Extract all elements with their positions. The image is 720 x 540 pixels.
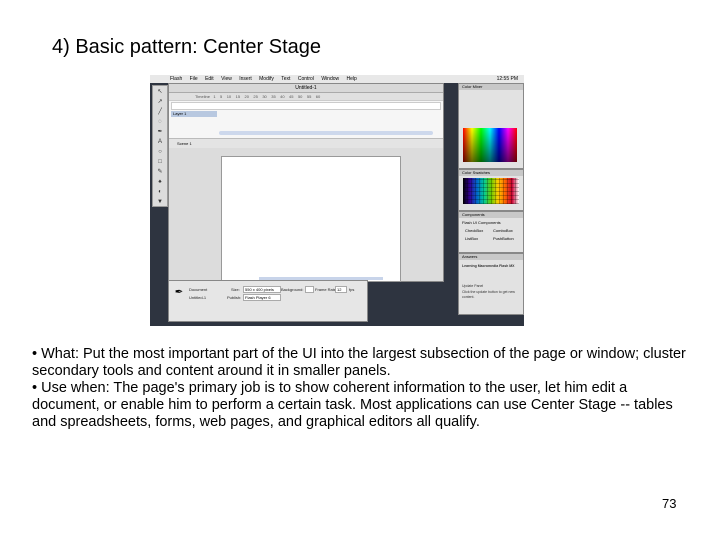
frame-number: 25: [253, 94, 258, 99]
components-header[interactable]: Components: [459, 212, 523, 218]
answers-panel: Answers Learning Macromedia Flash MX Upd…: [458, 253, 524, 315]
frame-number: 1: [213, 94, 216, 99]
brush-icon[interactable]: ♠: [158, 179, 162, 185]
color-mixer-header[interactable]: Color Mixer: [459, 84, 523, 90]
answers-update-text: Click the update button to get new conte…: [462, 290, 515, 299]
document-title: Untitled-1: [169, 84, 443, 93]
lasso-icon[interactable]: ◌: [158, 119, 162, 125]
menu-clock: 12:55 PM: [496, 76, 518, 82]
flash-mx-screenshot: Flash File Edit View Insert Modify Text …: [150, 75, 524, 326]
text-icon[interactable]: A: [157, 139, 162, 145]
frame-number: 35: [271, 94, 276, 99]
frame-number: 60: [315, 94, 321, 99]
swatch-grid[interactable]: [463, 178, 519, 204]
stage-canvas[interactable]: [221, 156, 401, 282]
answers-header[interactable]: Answers: [459, 254, 523, 260]
props-doc-label: Document: [189, 287, 208, 292]
line-icon[interactable]: ╱: [158, 109, 162, 115]
subselect-icon[interactable]: ↗: [157, 99, 163, 105]
stage-scrollbar[interactable]: [259, 277, 383, 280]
components-panel: Components Flash UI Components CheckBox …: [458, 211, 524, 253]
arrow-icon[interactable]: ↖: [157, 89, 163, 95]
publish-button[interactable]: Flash Player 6: [243, 294, 281, 301]
document-window: Untitled-1 Timeline 1 5 10 15 20 25 30 3…: [168, 83, 444, 282]
menu-item-file[interactable]: File: [189, 76, 198, 82]
color-picker-gradient[interactable]: [463, 128, 517, 162]
background-color-swatch[interactable]: [305, 286, 314, 293]
tools-panel: ↖ ↗ ╱ ◌ ✒ A ○ □ ✎ ♠ ◐ ▼: [152, 85, 168, 207]
menu-item-window[interactable]: Window: [321, 76, 340, 82]
props-doc-name: Untitled-1: [189, 295, 207, 300]
props-publish-label: Publish:: [227, 295, 242, 300]
props-size-label: Size:: [231, 287, 240, 292]
layer-item[interactable]: Layer 1: [171, 111, 217, 117]
menu-item-edit[interactable]: Edit: [205, 76, 214, 82]
props-background-label: Background:: [281, 287, 304, 292]
pen-icon[interactable]: ✒: [157, 129, 163, 135]
component-item[interactable]: PushButton: [493, 236, 514, 241]
timeline-label: Timeline: [195, 94, 210, 99]
frame-number: 55: [306, 94, 312, 99]
color-swatches-header[interactable]: Color Swatches: [459, 170, 523, 176]
menu-item-insert[interactable]: Insert: [239, 76, 252, 82]
menu-item-flash[interactable]: Flash: [170, 76, 183, 82]
pencil-icon[interactable]: ✎: [157, 169, 163, 175]
components-set[interactable]: Flash UI Components: [462, 220, 501, 225]
scene-label[interactable]: Scene 1: [177, 141, 192, 146]
frame-number: 45: [289, 94, 294, 99]
size-button[interactable]: 550 x 400 pixels: [243, 286, 281, 293]
props-fps-label: fps: [349, 287, 355, 292]
bullet-what: • What: Put the most important part of t…: [32, 346, 686, 379]
menu-item-help[interactable]: Help: [346, 76, 357, 82]
frame-number: 20: [244, 94, 249, 99]
component-item[interactable]: ListBox: [465, 236, 479, 241]
props-frame-rate-label: Frame Rate:: [315, 287, 338, 292]
color-swatches-panel: Color Swatches: [458, 169, 524, 211]
frame-number: 40: [280, 94, 285, 99]
color-mixer-panel: Color Mixer: [458, 83, 524, 169]
properties-inspector: ✒ Document Untitled-1 Size: 550 x 400 pi…: [168, 280, 368, 322]
right-panels: Color Mixer Color Swatches Components Fl…: [458, 83, 524, 319]
frame-number: 50: [297, 94, 303, 99]
rect-icon[interactable]: □: [158, 159, 162, 165]
timeline-frame-numbers: Timeline 1 5 10 15 20 25 30 35 40 45 50 …: [169, 93, 443, 101]
frame-number: 5: [220, 94, 223, 99]
answers-update-label: Update Panel: [462, 284, 484, 288]
component-item[interactable]: CheckBox: [465, 228, 484, 233]
slide-title: 4) Basic pattern: Center Stage: [52, 36, 322, 58]
component-item[interactable]: ComboBox: [493, 228, 513, 233]
frame-number: 15: [235, 94, 241, 99]
timeline-scrollbar[interactable]: [219, 131, 433, 135]
bucket-icon[interactable]: ▼: [157, 199, 163, 205]
menu-item-text[interactable]: Text: [281, 76, 291, 82]
timeline-frames[interactable]: [171, 102, 441, 110]
answers-heading: Learning Macromedia Flash MX: [462, 264, 515, 268]
menu-item-control[interactable]: Control: [297, 76, 314, 82]
bullet-use-when: • Use when: The page's primary job is to…: [32, 380, 673, 430]
menu-item-view[interactable]: View: [221, 76, 232, 82]
bullet-list: • What: Put the most important part of t…: [32, 346, 692, 431]
menu-item-modify[interactable]: Modify: [259, 76, 274, 82]
ink-icon[interactable]: ◐: [158, 189, 162, 195]
frame-number: 30: [262, 94, 267, 99]
stage-area: [169, 148, 443, 282]
frame-number: 10: [226, 94, 232, 99]
timeline-panel: Timeline 1 5 10 15 20 25 30 35 40 45 50 …: [169, 93, 443, 139]
oval-icon[interactable]: ○: [158, 149, 162, 155]
menu-bar: Flash File Edit View Insert Modify Text …: [150, 75, 524, 83]
page-number: 73: [662, 496, 677, 511]
frame-rate-field[interactable]: 12: [335, 286, 347, 293]
pen-icon: ✒: [174, 287, 184, 298]
